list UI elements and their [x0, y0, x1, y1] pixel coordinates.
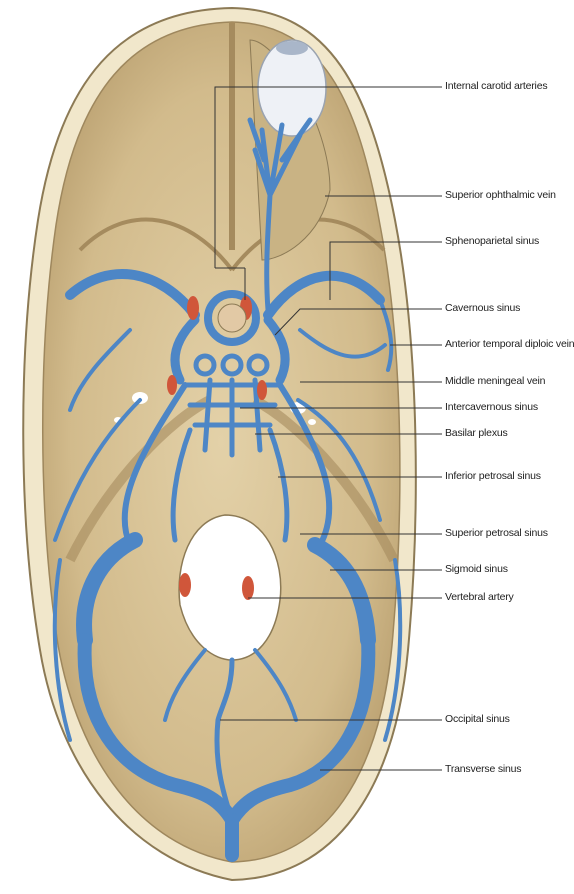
label-sphenoparietal-sinus: Sphenoparietal sinus	[445, 235, 539, 247]
cornea	[276, 41, 308, 55]
label-sigmoid-sinus: Sigmoid sinus	[445, 563, 508, 575]
label-anterior-temporal-diploic-vein: Anterior temporal diploic vein	[445, 338, 574, 350]
label-superior-petrosal-sinus: Superior petrosal sinus	[445, 527, 548, 539]
label-middle-meningeal-vein: Middle meningeal vein	[445, 375, 545, 387]
carotid-cavernous-left	[167, 375, 177, 395]
pituitary-fossa	[218, 304, 246, 332]
label-superior-ophthalmic-vein: Superior ophthalmic vein	[445, 189, 556, 201]
label-occipital-sinus: Occipital sinus	[445, 713, 510, 725]
label-basilar-plexus: Basilar plexus	[445, 427, 508, 439]
foramen-right-small	[308, 419, 316, 425]
label-inferior-petrosal-sinus: Inferior petrosal sinus	[445, 470, 541, 482]
carotid-cavernous-right	[257, 380, 267, 400]
label-cavernous-sinus: Cavernous sinus	[445, 302, 520, 314]
label-internal-carotid-arteries: Internal carotid arteries	[445, 80, 547, 92]
label-vertebral-artery: Vertebral artery	[445, 591, 514, 603]
vertebral-artery-left	[179, 573, 191, 597]
vertebral-artery-right	[242, 576, 254, 600]
label-transverse-sinus: Transverse sinus	[445, 763, 521, 775]
label-intercavernous-sinus: Intercavernous sinus	[445, 401, 538, 413]
internal-carotid-left	[187, 296, 199, 320]
foramen-magnum	[179, 515, 281, 660]
